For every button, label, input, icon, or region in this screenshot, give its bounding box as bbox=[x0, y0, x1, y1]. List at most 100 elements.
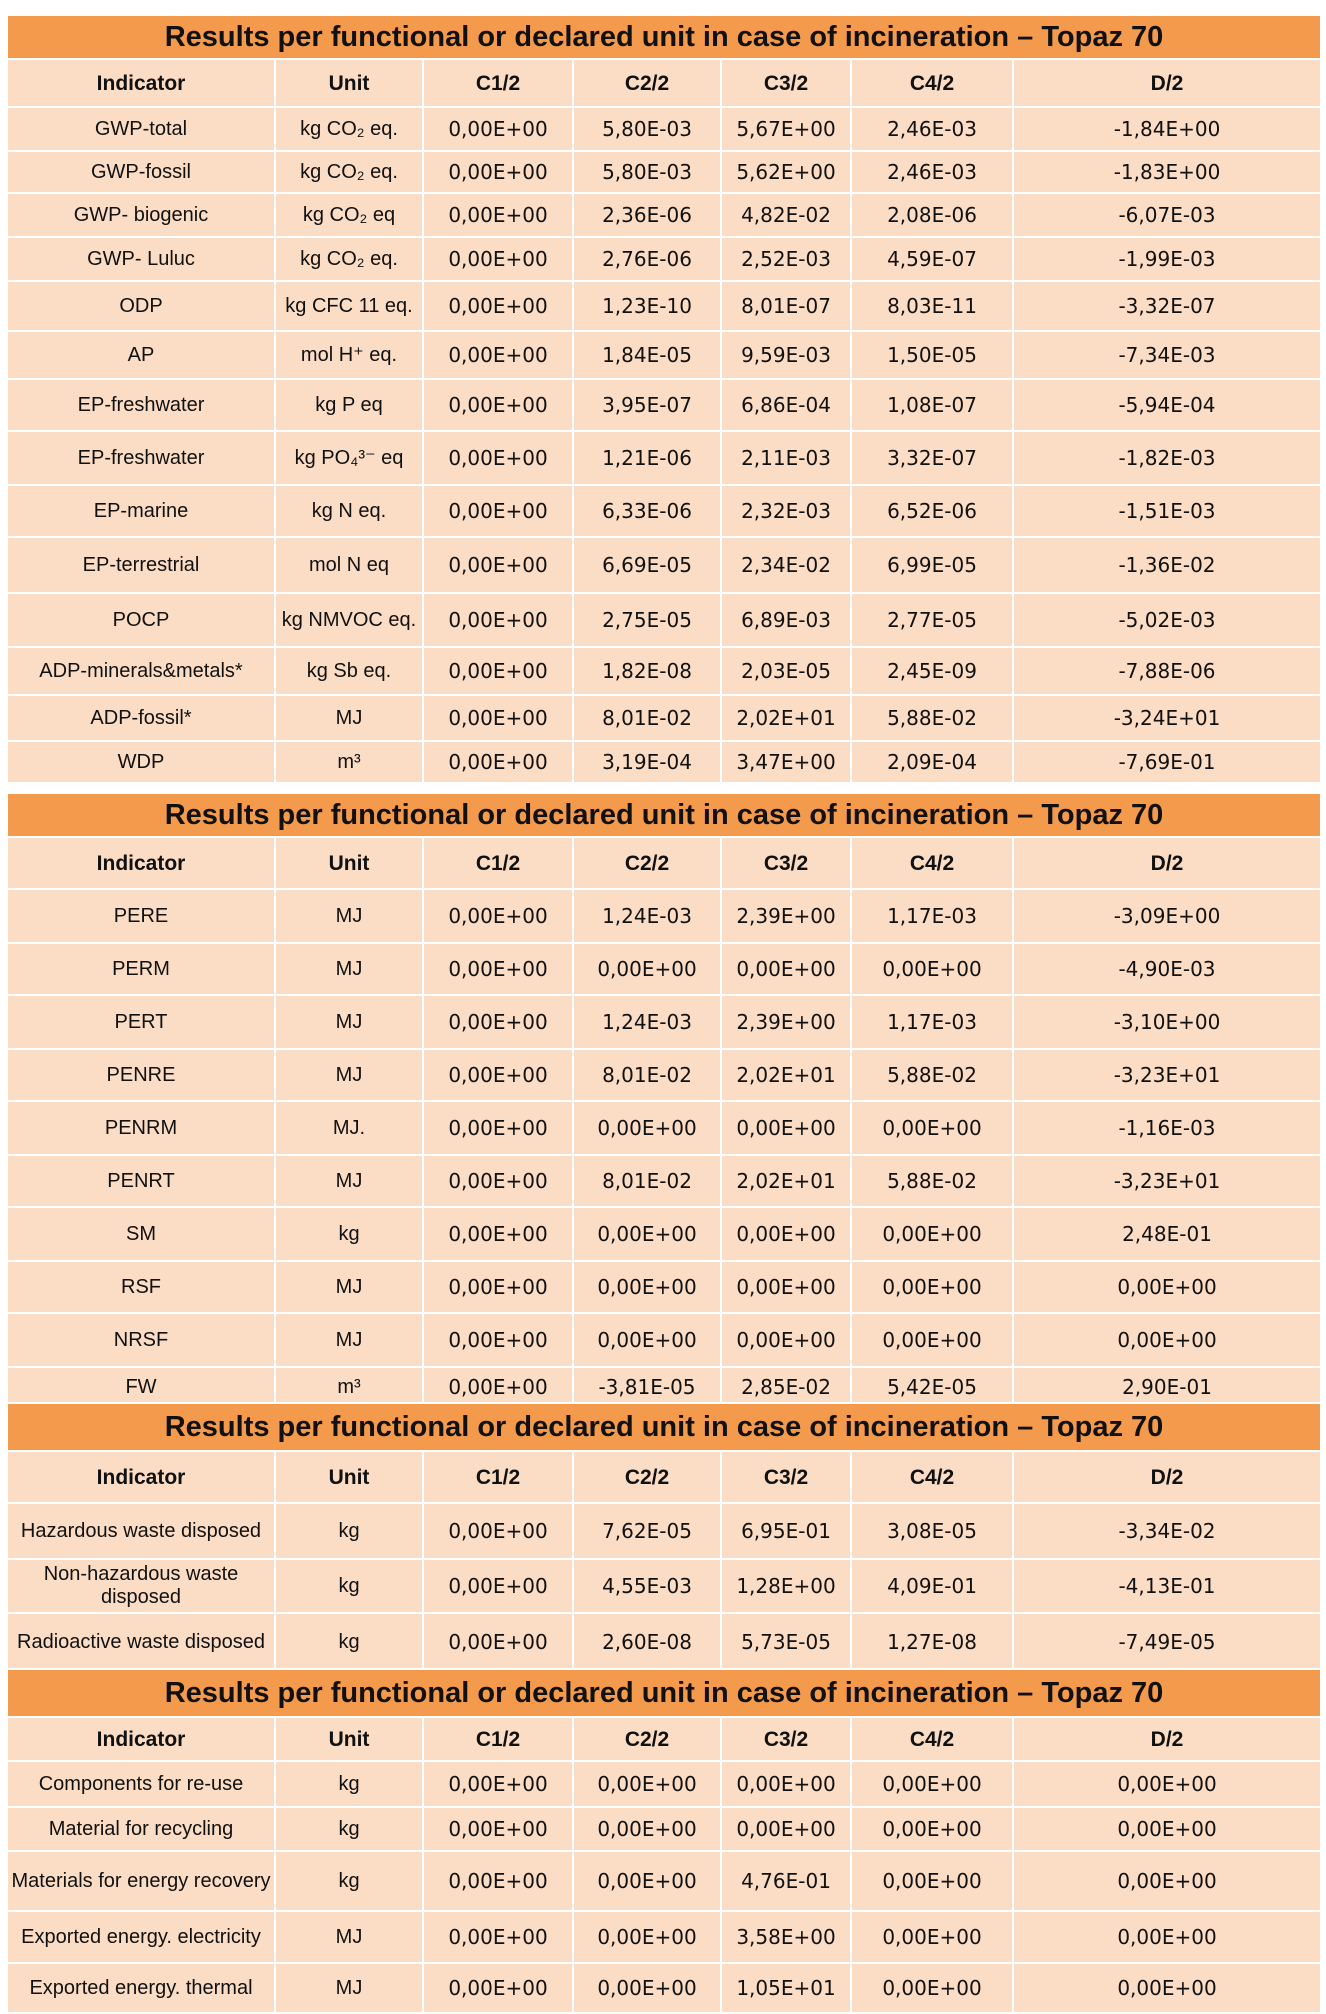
indicator-cell: Radioactive waste disposed bbox=[6, 1612, 276, 1672]
value-cell-c1: 0,00E+00 bbox=[422, 484, 574, 538]
indicator-cell: RSF bbox=[6, 1260, 276, 1314]
value-cell-c2: -3,81E-05 bbox=[572, 1366, 722, 1408]
column-header-c4: C4/2 bbox=[850, 1450, 1014, 1504]
unit-cell: MJ bbox=[274, 1260, 424, 1314]
column-header-c1: C1/2 bbox=[422, 836, 574, 890]
value-cell-c1: 0,00E+00 bbox=[422, 1962, 574, 2014]
value-cell-c3: 9,59E-03 bbox=[720, 330, 852, 380]
value-cell-c3: 2,02E+01 bbox=[720, 1154, 852, 1208]
value-cell-c3: 5,67E+00 bbox=[720, 106, 852, 152]
value-cell-c2: 6,33E-06 bbox=[572, 484, 722, 538]
indicator-cell: GWP- Luluc bbox=[6, 236, 276, 282]
value-cell-c2: 1,21E-06 bbox=[572, 430, 722, 486]
section-title: Results per functional or declared unit … bbox=[6, 792, 1322, 838]
value-cell-c4: 2,77E-05 bbox=[850, 592, 1014, 648]
value-cell-c4: 0,00E+00 bbox=[850, 1100, 1014, 1156]
value-cell-c3: 5,73E-05 bbox=[720, 1612, 852, 1672]
value-cell-d: -5,02E-03 bbox=[1012, 592, 1322, 648]
indicator-cell: PENRE bbox=[6, 1048, 276, 1102]
unit-cell: MJ bbox=[274, 1154, 424, 1208]
value-cell-c1: 0,00E+00 bbox=[422, 1366, 574, 1408]
value-cell-c4: 8,03E-11 bbox=[850, 280, 1014, 332]
value-cell-c3: 6,95E-01 bbox=[720, 1502, 852, 1560]
column-header-c4: C4/2 bbox=[850, 58, 1014, 108]
value-cell-c3: 0,00E+00 bbox=[720, 1312, 852, 1368]
value-cell-d: -1,84E+00 bbox=[1012, 106, 1322, 152]
value-cell-d: -4,13E-01 bbox=[1012, 1558, 1322, 1614]
indicator-cell: EP-freshwater bbox=[6, 378, 276, 432]
indicator-cell: Hazardous waste disposed bbox=[6, 1502, 276, 1560]
value-cell-c3: 0,00E+00 bbox=[720, 1100, 852, 1156]
column-header-d: D/2 bbox=[1012, 836, 1322, 890]
unit-cell: kg Sb eq. bbox=[274, 646, 424, 696]
indicator-cell: GWP-fossil bbox=[6, 150, 276, 194]
column-header-d: D/2 bbox=[1012, 1450, 1322, 1504]
value-cell-c2: 1,82E-08 bbox=[572, 646, 722, 696]
value-cell-d: 0,00E+00 bbox=[1012, 1806, 1322, 1852]
value-cell-c4: 6,99E-05 bbox=[850, 536, 1014, 594]
value-cell-d: -1,36E-02 bbox=[1012, 536, 1322, 594]
indicator-cell: AP bbox=[6, 330, 276, 380]
value-cell-c4: 1,27E-08 bbox=[850, 1612, 1014, 1672]
unit-cell: MJ bbox=[274, 942, 424, 996]
value-cell-c2: 3,95E-07 bbox=[572, 378, 722, 432]
column-header-d: D/2 bbox=[1012, 58, 1322, 108]
value-cell-c1: 0,00E+00 bbox=[422, 236, 574, 282]
indicator-cell: EP-terrestrial bbox=[6, 536, 276, 594]
column-header-indicator: Indicator bbox=[6, 58, 276, 108]
value-cell-c1: 0,00E+00 bbox=[422, 536, 574, 594]
value-cell-c1: 0,00E+00 bbox=[422, 1806, 574, 1852]
value-cell-c4: 0,00E+00 bbox=[850, 1850, 1014, 1912]
indicator-cell: ADP-fossil* bbox=[6, 694, 276, 742]
value-cell-d: -3,23E+01 bbox=[1012, 1154, 1322, 1208]
indicator-cell: Materials for energy recovery bbox=[6, 1850, 276, 1912]
results-table-4: Results per functional or declared unit … bbox=[6, 1668, 1322, 2014]
value-cell-c3: 2,34E-02 bbox=[720, 536, 852, 594]
value-cell-c1: 0,00E+00 bbox=[422, 1154, 574, 1208]
value-cell-c2: 8,01E-02 bbox=[572, 694, 722, 742]
unit-cell: kg NMVOC eq. bbox=[274, 592, 424, 648]
column-header-c3: C3/2 bbox=[720, 1716, 852, 1762]
value-cell-c1: 0,00E+00 bbox=[422, 106, 574, 152]
indicator-cell: GWP-total bbox=[6, 106, 276, 152]
unit-cell: MJ. bbox=[274, 1100, 424, 1156]
value-cell-d: -7,69E-01 bbox=[1012, 740, 1322, 784]
value-cell-c4: 3,32E-07 bbox=[850, 430, 1014, 486]
value-cell-d: -7,49E-05 bbox=[1012, 1612, 1322, 1672]
value-cell-c3: 0,00E+00 bbox=[720, 1206, 852, 1262]
value-cell-d: -1,51E-03 bbox=[1012, 484, 1322, 538]
results-table-2: Results per functional or declared unit … bbox=[6, 792, 1322, 1408]
value-cell-c1: 0,00E+00 bbox=[422, 1502, 574, 1560]
value-cell-c2: 1,24E-03 bbox=[572, 994, 722, 1050]
value-cell-d: -3,34E-02 bbox=[1012, 1502, 1322, 1560]
value-cell-c4: 0,00E+00 bbox=[850, 1260, 1014, 1314]
value-cell-d: 0,00E+00 bbox=[1012, 1910, 1322, 1964]
value-cell-c2: 0,00E+00 bbox=[572, 1312, 722, 1368]
value-cell-c4: 2,45E-09 bbox=[850, 646, 1014, 696]
value-cell-c2: 0,00E+00 bbox=[572, 1206, 722, 1262]
value-cell-d: 0,00E+00 bbox=[1012, 1260, 1322, 1314]
unit-cell: kg P eq bbox=[274, 378, 424, 432]
section-title-row: Results per functional or declared unit … bbox=[6, 792, 1322, 838]
value-cell-c2: 2,75E-05 bbox=[572, 592, 722, 648]
value-cell-c3: 1,28E+00 bbox=[720, 1558, 852, 1614]
indicator-cell: Exported energy. electricity bbox=[6, 1910, 276, 1964]
value-cell-d: -1,83E+00 bbox=[1012, 150, 1322, 194]
